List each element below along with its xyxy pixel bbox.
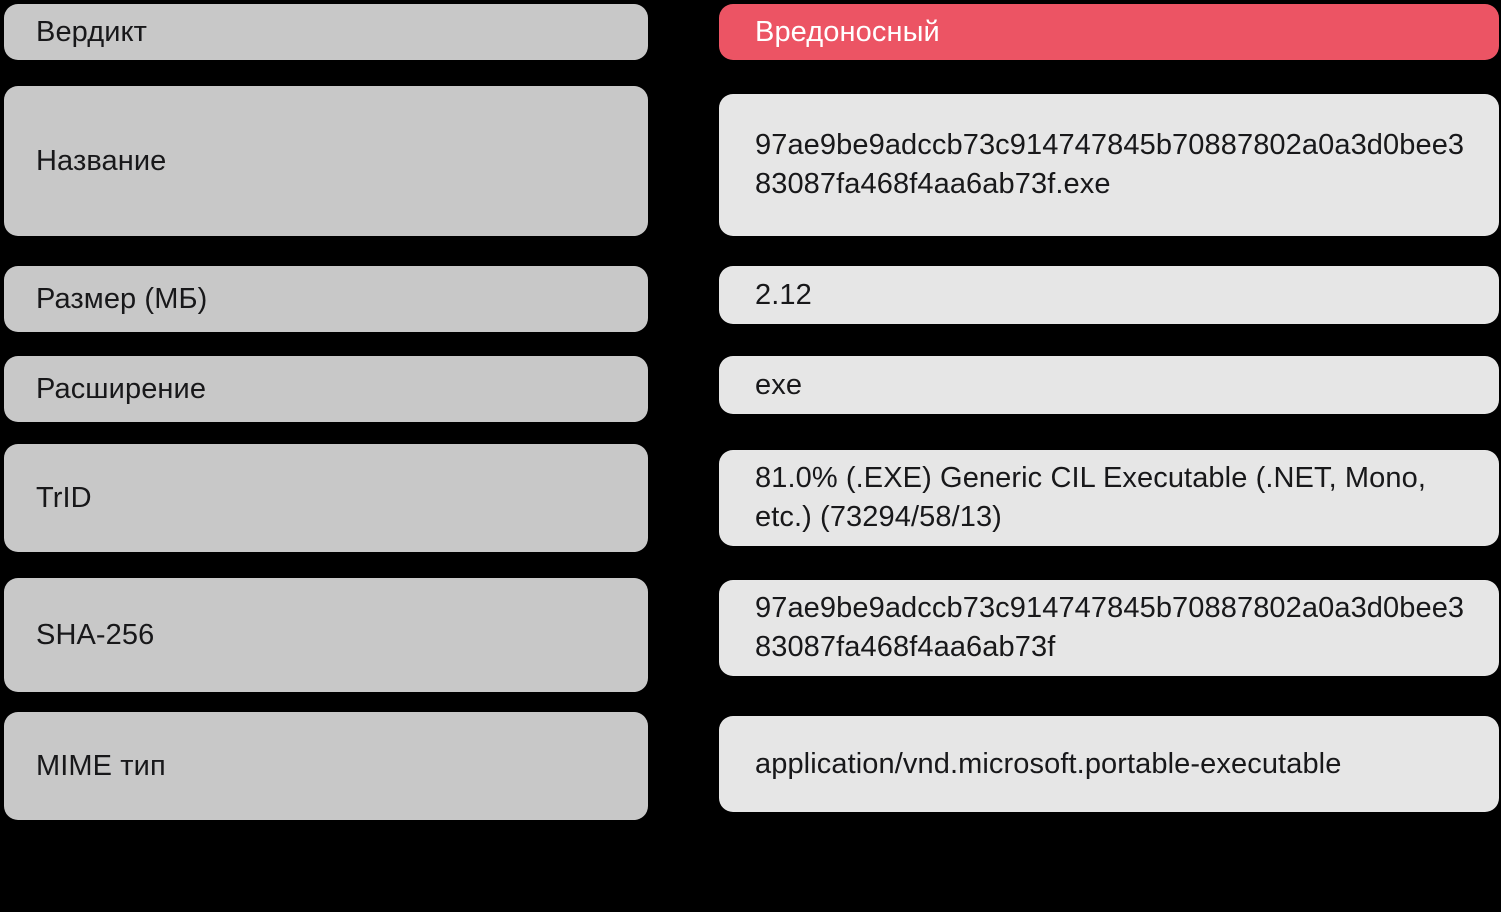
row-value-name: 97ae9be9adccb73c914747845b70887802a0a3d0… <box>719 94 1499 236</box>
value-text: exe <box>755 368 803 401</box>
table-row-sha256: SHA-256 97ae9be9adccb73c914747845b708878… <box>0 578 1501 692</box>
value-text: 81.0% (.EXE) Generic CIL Executable (.NE… <box>755 462 1427 533</box>
table-row-mime-type: MIME тип application/vnd.microsoft.porta… <box>0 712 1501 820</box>
row-value-trid: 81.0% (.EXE) Generic CIL Executable (.NE… <box>719 450 1499 546</box>
value-text: 2.12 <box>755 278 812 311</box>
row-label-verdict: Вердикт <box>4 4 648 60</box>
row-label-sha256: SHA-256 <box>4 578 648 692</box>
row-label-trid: TrID <box>4 444 648 552</box>
label-text: Расширение <box>36 372 207 405</box>
value-text: Вредоносный <box>755 15 940 48</box>
row-label-extension: Расширение <box>4 356 648 422</box>
value-text: application/vnd.microsoft.portable-execu… <box>755 747 1342 780</box>
label-text: Вердикт <box>36 15 148 48</box>
label-text: Название <box>36 144 167 177</box>
label-text: SHA-256 <box>36 618 155 651</box>
label-text: TrID <box>36 481 92 514</box>
table-row-trid: TrID 81.0% (.EXE) Generic CIL Executable… <box>0 444 1501 552</box>
row-value-sha256: 97ae9be9adccb73c914747845b70887802a0a3d0… <box>719 580 1499 676</box>
table-row-name: Название 97ae9be9adccb73c914747845b70887… <box>0 86 1501 236</box>
table-row-size: Размер (МБ) 2.12 <box>0 266 1501 332</box>
table-row-verdict: Вердикт Вредоносный <box>0 4 1501 60</box>
row-label-mime-type: MIME тип <box>4 712 648 820</box>
row-label-size: Размер (МБ) <box>4 266 648 332</box>
label-text: MIME тип <box>36 749 166 782</box>
row-value-extension: exe <box>719 356 1499 414</box>
table-row-extension: Расширение exe <box>0 356 1501 422</box>
status-badge-verdict: Вредоносный <box>719 4 1499 60</box>
label-text: Размер (МБ) <box>36 282 208 315</box>
row-label-name: Название <box>4 86 648 236</box>
row-value-mime-type: application/vnd.microsoft.portable-execu… <box>719 716 1499 812</box>
value-text: 97ae9be9adccb73c914747845b70887802a0a3d0… <box>755 129 1465 200</box>
row-value-size: 2.12 <box>719 266 1499 324</box>
value-text: 97ae9be9adccb73c914747845b70887802a0a3d0… <box>755 592 1465 663</box>
